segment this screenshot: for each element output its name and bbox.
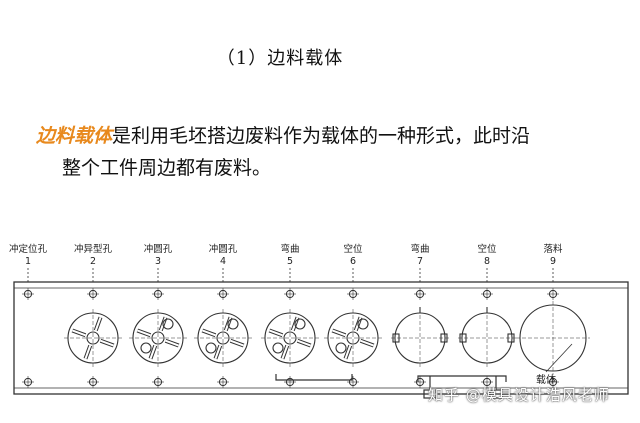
round-hole <box>205 342 217 354</box>
part-outline <box>394 312 446 364</box>
pilot-hole-9-bottom <box>547 376 559 388</box>
slot-cut-inner <box>136 329 151 337</box>
station-label-4: 冲圆孔 <box>209 243 238 255</box>
pilot-hole-6-bottom <box>347 376 359 388</box>
pilot-hole-8-bottom <box>481 376 493 388</box>
station-number-4: 4 <box>220 256 226 267</box>
station-label-8: 空位 <box>477 243 497 255</box>
center-hole <box>283 331 297 345</box>
part-outline <box>461 312 513 364</box>
station-part-3 <box>129 309 187 367</box>
slot-cut-inner <box>230 339 245 347</box>
pilot-hole-5-bottom <box>284 376 296 388</box>
station-number-1: 1 <box>25 256 31 267</box>
station-label-3: 冲圆孔 <box>144 243 173 255</box>
station-part-4 <box>194 309 252 367</box>
slot-cut-inner <box>281 345 289 360</box>
station-part-2 <box>64 309 122 367</box>
station-number-2: 2 <box>90 256 96 267</box>
station-number-3: 3 <box>155 256 161 267</box>
slot-cut-inner <box>214 345 222 360</box>
slot-cut-inner <box>71 329 86 337</box>
center-hole <box>151 331 165 345</box>
slot-cut-inner <box>344 345 352 360</box>
station-label-7: 弯曲 <box>410 243 429 255</box>
station-number-8: 8 <box>484 256 490 267</box>
carrier-label: 载体 <box>536 374 556 386</box>
station-part-6 <box>324 309 382 367</box>
pilot-hole-2-bottom <box>87 376 99 388</box>
round-hole <box>294 318 306 330</box>
station-number-9: 9 <box>550 256 556 267</box>
part-outline <box>67 312 119 364</box>
station-shapes <box>22 288 590 388</box>
station-part-5 <box>261 309 319 367</box>
center-hole <box>346 331 360 345</box>
center-hole <box>86 331 100 345</box>
slot-cut-inner <box>268 329 283 337</box>
pilot-hole-8-top <box>481 288 493 300</box>
station-part-7 <box>391 307 449 367</box>
description-line2: 整个工件周边都有废料。 <box>62 157 272 179</box>
pilot-hole-9-top <box>547 288 559 300</box>
carrier-leader-line <box>545 343 573 373</box>
strip-outline <box>13 281 629 395</box>
round-hole <box>335 342 347 354</box>
pilot-hole-4-bottom <box>217 376 229 388</box>
part-outline <box>264 312 316 364</box>
pilot-hole-2-top <box>87 288 99 300</box>
section-heading: （1）边料载体 <box>216 48 344 69</box>
pilot-hole-3-top <box>152 288 164 300</box>
part-outline <box>132 312 184 364</box>
bend-side-view-right <box>417 375 507 399</box>
part-outline <box>197 312 249 364</box>
station-label-9: 落料 <box>543 243 563 255</box>
station-part-9 <box>516 301 590 375</box>
pilot-hole-5-top <box>284 288 296 300</box>
pilot-hole-6-top <box>347 288 359 300</box>
slot-cut-inner <box>149 345 157 360</box>
part-outline <box>327 312 379 364</box>
pilot-hole-1-top <box>22 288 34 300</box>
slot-cut-inner <box>201 329 216 337</box>
description-line1: 是利用毛坯搭边废料作为载体的一种形式，此时沿 <box>112 125 531 147</box>
station-label-6: 空位 <box>343 243 363 255</box>
keyword-highlight: 边料载体 <box>36 125 113 147</box>
pilot-hole-7-top <box>414 288 426 300</box>
round-hole <box>162 318 174 330</box>
station-label-1: 冲定位孔 <box>9 243 48 255</box>
slot-cut-inner <box>165 339 180 347</box>
bend-side-view-left <box>275 374 353 381</box>
slot-cut-inner <box>100 339 115 347</box>
pilot-hole-3-bottom <box>152 376 164 388</box>
slot-cut-inner <box>360 339 375 347</box>
slot-cut-inner <box>297 339 312 347</box>
round-hole <box>272 342 284 354</box>
pilot-hole-7-bottom <box>414 376 426 388</box>
round-hole <box>227 318 239 330</box>
station-part-8 <box>458 307 516 367</box>
slot-cut-inner <box>84 345 92 360</box>
station-label-5: 弯曲 <box>280 243 299 255</box>
pilot-hole-4-top <box>217 288 229 300</box>
round-hole <box>357 318 369 330</box>
station-number-7: 7 <box>417 256 423 267</box>
watermark-text: 知乎 @模具设计浩风老师 <box>428 386 610 404</box>
center-hole <box>216 331 230 345</box>
pilot-hole-1-bottom <box>22 376 34 388</box>
station-number-5: 5 <box>287 256 293 267</box>
round-hole <box>140 342 152 354</box>
description-paragraph: 边料载体是利用毛坯搭边废料作为载体的一种形式，此时沿 整个工件周边都有废料。 <box>36 120 636 184</box>
slot-cut-inner <box>331 329 346 337</box>
slot-cut-inner <box>94 316 102 331</box>
station-number-6: 6 <box>350 256 356 267</box>
station-label-2: 冲异型孔 <box>74 243 113 255</box>
